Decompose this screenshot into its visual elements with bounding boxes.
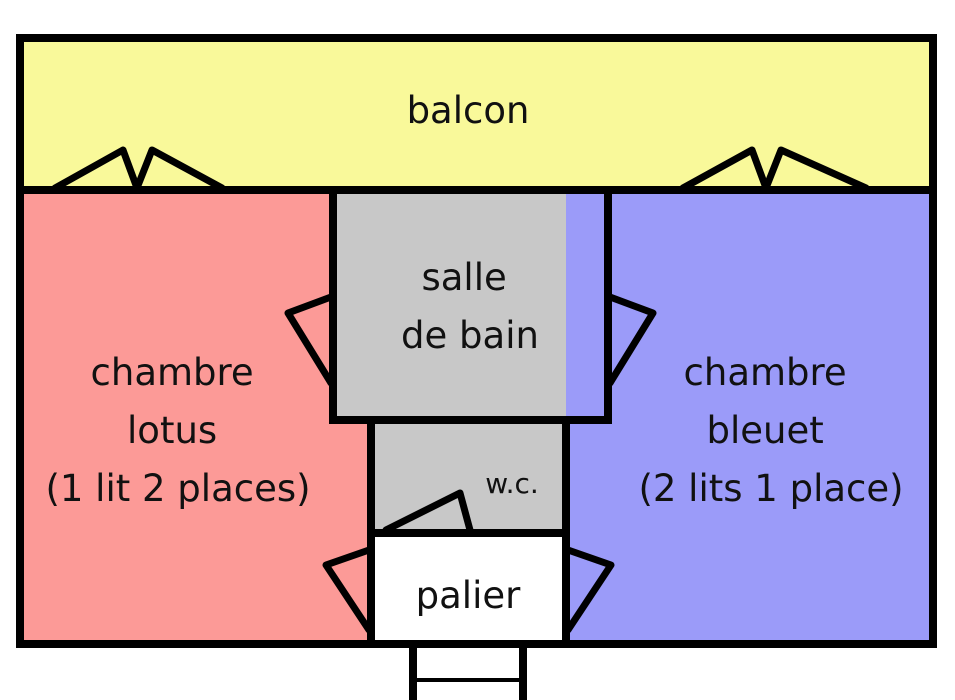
salle-de-bain-line-1: salle: [421, 256, 506, 299]
chambre-lotus-line-1: chambre: [91, 351, 254, 394]
palier-label: palier: [416, 574, 521, 617]
walls: [16, 34, 937, 648]
chambre-bleuet-line-3: (2 lits 1 place): [638, 467, 903, 510]
room-salle-de-bain: [333, 190, 608, 420]
balcon-label: balcon: [407, 89, 530, 132]
bathroom-door-left-icon: [284, 293, 335, 387]
wc-door-icon: [382, 489, 474, 534]
salle-de-bain-line-2: de bain: [401, 314, 539, 357]
chambre-lotus-label: chambre lotus (1 lit 2 places): [45, 351, 310, 510]
palier-door-left-icon: [322, 546, 373, 634]
room-palier: [371, 533, 566, 644]
chambre-lotus-line-2: lotus: [127, 409, 217, 452]
balcony-door-right-icon: [679, 146, 870, 192]
room-chambre-lotus: [20, 190, 367, 644]
balcony-door-left-icon: [51, 146, 226, 192]
wc-label: w.c.: [485, 467, 539, 500]
chambre-bleuet-line-1: chambre: [684, 351, 847, 394]
salle-de-bain-label: salle de bain: [401, 256, 539, 357]
room-chambre-bleuet: [566, 190, 933, 644]
chambre-bleuet-label: chambre bleuet (2 lits 1 place): [638, 351, 903, 510]
palier-door-right-icon: [564, 546, 615, 634]
chambre-bleuet-line-2: bleuet: [706, 409, 823, 452]
bathroom-door-right-icon: [606, 293, 657, 387]
stairs-icon: [409, 644, 527, 700]
chambre-lotus-line-3: (1 lit 2 places): [45, 467, 310, 510]
